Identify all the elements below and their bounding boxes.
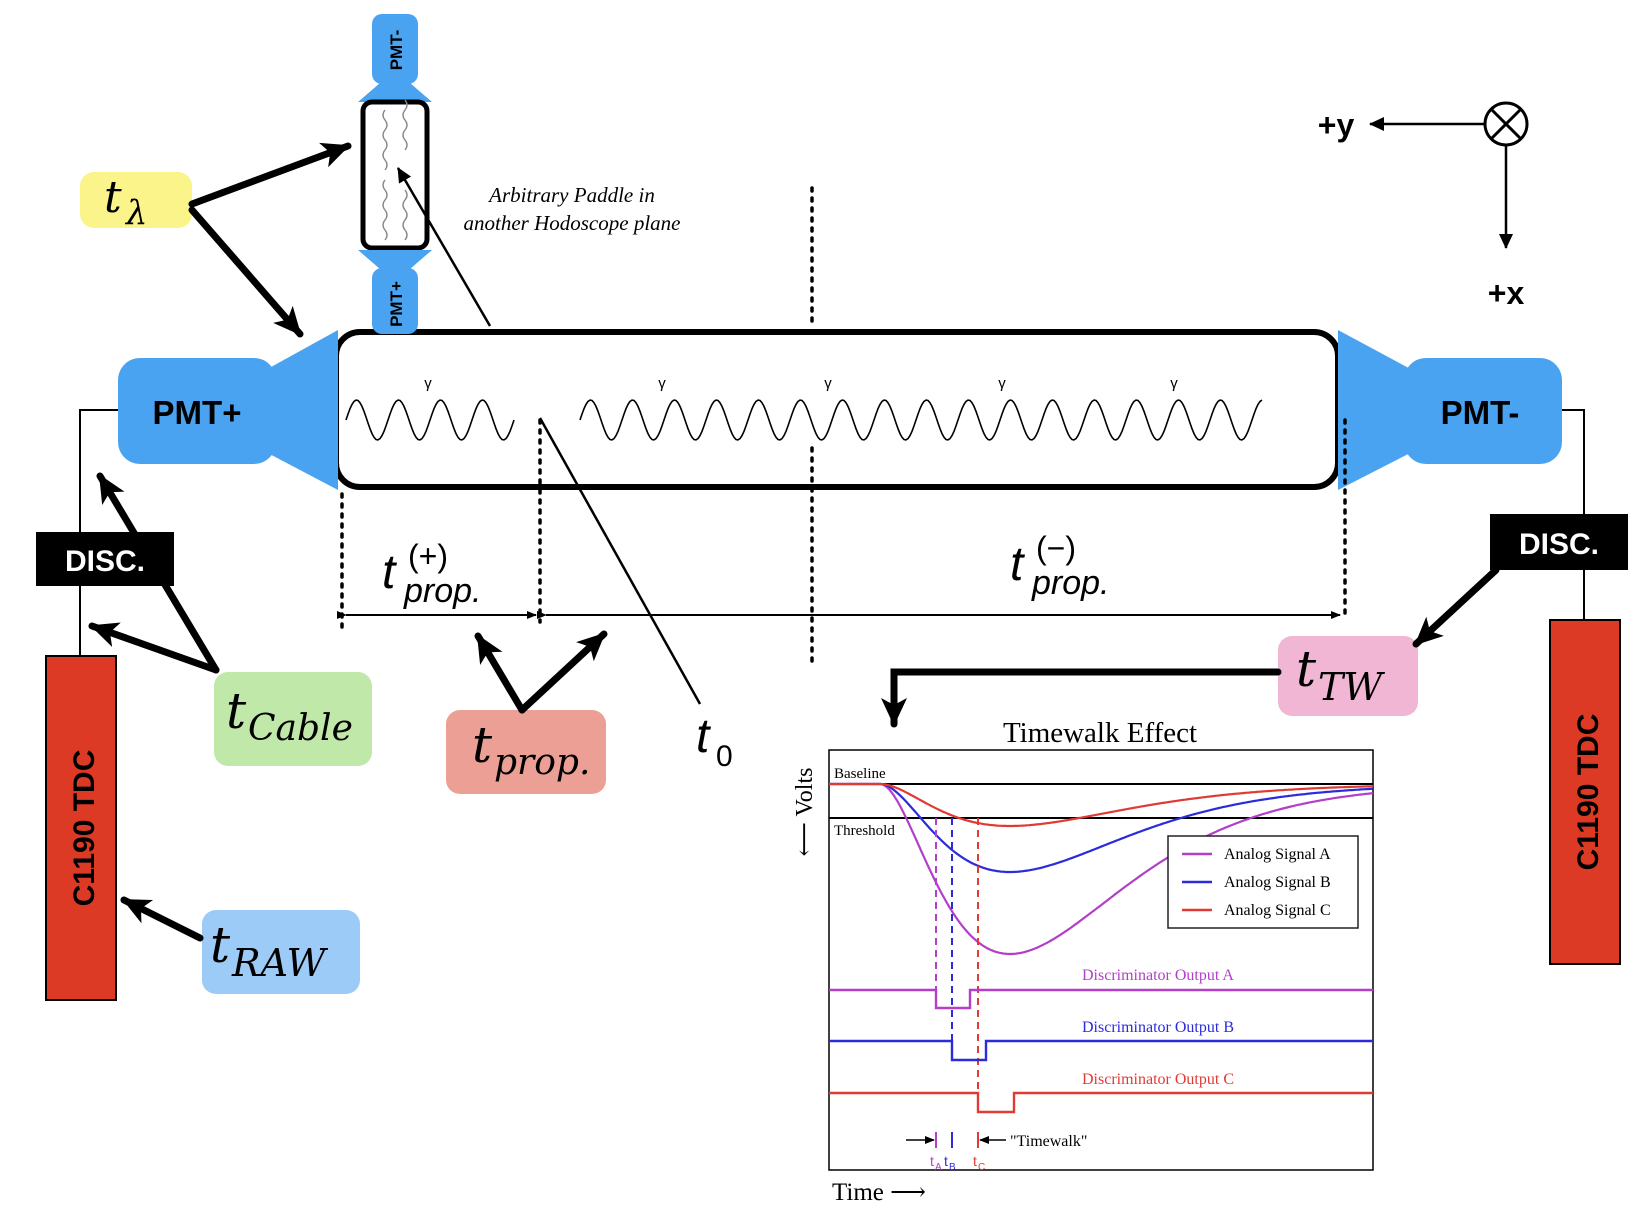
t-lambda-box: t λ [80,172,192,233]
particle-track-upper [396,167,492,327]
svg-text:A: A [935,1162,942,1173]
tdc-left-label: C1190 TDC [68,750,101,907]
t-prop-box: t prop. [446,710,606,794]
legend-item-a: Analog Signal A [1224,846,1331,863]
t-zero-label: t 0 [696,710,733,773]
timewalk-ylabel: ⟵ Volts [792,768,818,857]
t-raw-box: t RAW [202,910,360,994]
svg-text:Cable: Cable [248,708,353,749]
left-readout-chain: DISC. C1190 TDC [36,409,174,1001]
svg-text:(+): (+) [408,538,448,574]
right-readout-chain: DISC. C1190 TDC [1490,409,1628,965]
arbitrary-paddle-text-2: another Hodoscope plane [464,211,681,235]
svg-text:t: t [973,1153,977,1169]
svg-text:t: t [944,1153,948,1169]
gamma-label: γ [824,375,832,392]
pmt-left: PMT+ [118,330,338,490]
svg-text:TW: TW [1318,665,1385,709]
svg-text:prop.: prop. [494,742,590,783]
pmt-right-label: PMT- [1441,394,1520,431]
annotation-arrows [88,142,1500,942]
tdc-right-label: C1190 TDC [1572,714,1605,871]
threshold-label: Threshold [834,823,895,839]
dotted-guides [340,186,1347,670]
photon-waves [345,399,1263,441]
disc-right-label: DISC. [1519,528,1599,561]
small-pmt-bottom-label: PMT+ [387,281,406,327]
timewalk-xlabel: Time ⟶ [832,1179,926,1206]
disc-output-b-label: Discriminator Output B [1082,1019,1234,1036]
pmt-right: PMT- [1338,330,1562,490]
svg-text:prop.: prop. [403,572,482,610]
timewalk-label: "Timewalk" [1010,1133,1087,1150]
arbitrary-paddle-text-1: Arbitrary Paddle in [487,183,655,207]
baseline-label: Baseline [834,766,886,782]
pmt-left-label: PMT+ [153,394,242,431]
svg-text:t: t [930,1153,934,1169]
crossing-time-ticks: t A t B t C [930,1153,985,1173]
svg-text:C: C [978,1162,985,1173]
t-prop-plus-label: t (+) prop. [382,538,482,610]
gamma-label: γ [1170,375,1178,392]
svg-text:0: 0 [716,740,733,773]
svg-text:t: t [1296,640,1317,698]
legend-item-c: Analog Signal C [1224,902,1331,919]
legend-item-b: Analog Signal B [1224,874,1331,891]
t-cable-box: t Cable [214,672,372,766]
arbitrary-paddle: PMT- PMT+ [358,14,432,334]
coordinate-axes: +y +x [1318,101,1529,311]
svg-text:t: t [226,682,247,740]
disc-output-a-label: Discriminator Output A [1082,967,1234,984]
svg-text:t: t [104,172,122,223]
axis-y-label: +y [1318,107,1355,143]
axis-x-label: +x [1488,275,1525,311]
svg-text:t: t [382,546,397,599]
gamma-label: γ [424,375,432,392]
t-tw-box: t TW [1278,636,1418,716]
svg-text:t: t [472,716,493,774]
gamma-label: γ [658,375,666,392]
timewalk-plot: Timewalk Effect ⟵ Volts Time ⟶ Baseline … [792,717,1374,1206]
svg-text:λ: λ [124,193,148,233]
svg-text:prop.: prop. [1031,564,1110,602]
gamma-labels: γ γ γ γ γ [424,375,1178,392]
svg-text:t: t [696,710,711,763]
svg-text:(−): (−) [1036,530,1076,566]
svg-text:RAW: RAW [231,941,329,985]
svg-text:t: t [1010,538,1025,591]
disc-left-label: DISC. [65,545,145,578]
gamma-label: γ [998,375,1006,392]
t-prop-minus-label: t (−) prop. [1010,530,1110,602]
timewalk-title: Timewalk Effect [1003,717,1197,749]
disc-output-c-label: Discriminator Output C [1082,1071,1234,1088]
particle-track-lower [538,417,702,705]
main-paddle [333,329,1341,490]
svg-text:B: B [949,1162,956,1173]
small-pmt-top-label: PMT- [387,30,406,71]
svg-text:t: t [210,916,231,974]
